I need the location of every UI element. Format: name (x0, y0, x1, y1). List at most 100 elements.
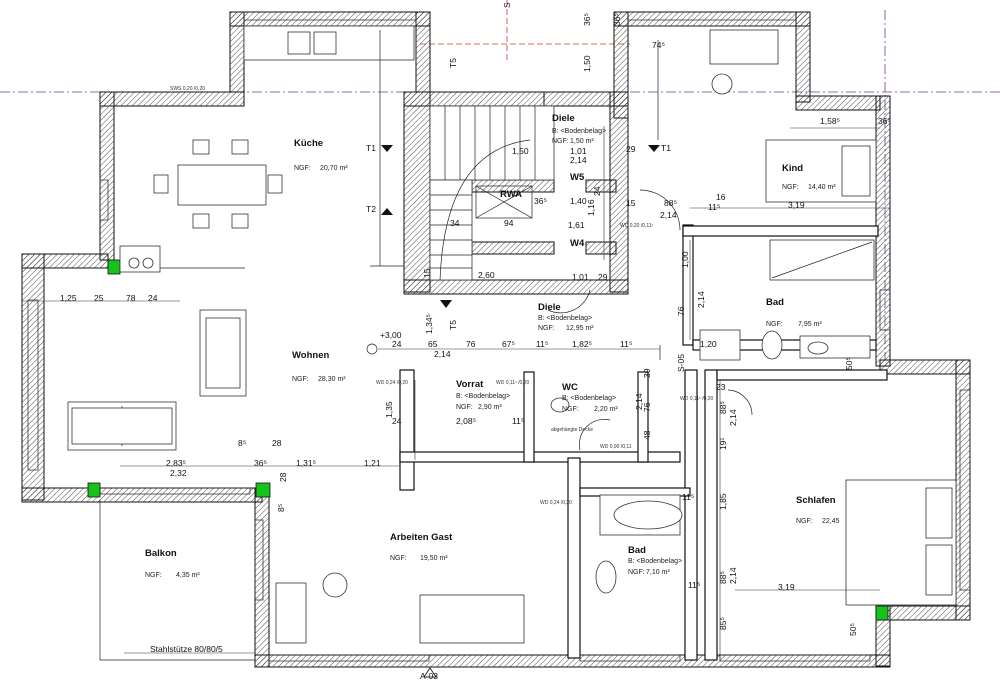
dimension-label: 39 (642, 368, 652, 378)
room-floor-diele: B: <Bodenbelag> (538, 315, 592, 322)
dimension-label: 1,34⁵ (424, 314, 434, 334)
dimension-label: 36⁵ (612, 13, 622, 26)
dimension-label: 28 (278, 472, 288, 482)
room-ngf-label-balkon: NGF: (145, 572, 162, 579)
dimension-label: 2,14 (728, 567, 738, 584)
living-furniture (67, 309, 247, 451)
dimension-label: 1,82⁵ (572, 339, 592, 349)
dimension-label: 11⁵ (682, 492, 694, 502)
dimension-label: 19¹ (718, 438, 728, 450)
bad-furniture (699, 239, 875, 361)
dimension-label: 15 (626, 198, 636, 208)
label-wd-3: WD 0,24 /0,20 (376, 380, 408, 386)
column-marker (255, 482, 271, 498)
dimension-label: 36⁵ (534, 196, 547, 206)
room-ngf-label-bad: NGF: (766, 321, 783, 328)
dimension-label: 11⁵ (708, 202, 720, 212)
dimension-label: 1,35 (384, 401, 394, 418)
label-w5: W5 (570, 172, 585, 183)
dimension-label: 1,50 (512, 146, 529, 156)
room-ngf-label-kind: NGF: (782, 184, 799, 191)
label-abgehaengte-decke: abgehängte Decke (551, 427, 593, 433)
dimension-label: 11⁵ (688, 580, 700, 590)
dimension-label: 1,31⁵ (296, 458, 316, 468)
room-ngf-schlafen: 22,45 (822, 518, 840, 525)
schlafen-furniture (845, 479, 957, 606)
room-name-wohnen: Wohnen (292, 350, 329, 361)
room-ngf-label-wc: NGF: (562, 406, 579, 413)
room-name-kueche: Küche (294, 138, 323, 149)
column-marker (107, 259, 121, 275)
kind-furniture (709, 29, 877, 203)
dimension-label: 2,83⁵ (166, 458, 186, 468)
room-name-diele: Diele (538, 302, 561, 313)
dimension-label: 2,32 (170, 468, 187, 478)
room-ngf-wohnen: 28,30 m² (318, 376, 346, 383)
room-ngf-label-wohnen: NGF: (292, 376, 309, 383)
dimension-label: 88⁵ (664, 198, 677, 208)
dimension-label: 2,14 (728, 409, 738, 426)
dimension-label: 1,58⁵ (820, 116, 840, 126)
outer-walls (21, 11, 971, 668)
dimension-label: 1,61 (568, 220, 585, 230)
room-ngf-label-arbeiten: NGF: (390, 555, 407, 562)
dimension-label: 24 (592, 186, 602, 196)
doors (547, 189, 753, 451)
label-stahlstuetze: Stahlstütze 80/80/5 (150, 644, 223, 654)
dimension-label: 2,14 (696, 291, 706, 308)
kitchen-furniture (119, 25, 415, 273)
label-t5-bottom: T5 (448, 320, 458, 330)
room-floor-bad2: B: <Bodenbelag> (628, 558, 682, 565)
dimension-label: 50⁵ (848, 623, 858, 636)
wc-furniture (550, 397, 683, 594)
dimension-label: 94 (504, 218, 514, 228)
column-marker (875, 605, 889, 621)
dimension-label: 29 (626, 144, 636, 154)
room-ngf-label-schlafen: NGF: (796, 518, 813, 525)
dimension-label: 1,40 (570, 196, 587, 206)
dimension-label: 1,85 (718, 493, 728, 510)
dimension-label: 24 (148, 293, 158, 303)
room-ngf-label-diele: NGF: (538, 325, 555, 332)
room-ngf-diele-top: 1,50 m² (570, 138, 594, 145)
label-t1-left: T1 (366, 143, 376, 153)
dimension-label: 78 (126, 293, 136, 303)
label-a03: A-03 (420, 671, 438, 681)
dimension-label: 2,60 (478, 270, 495, 280)
dimension-label: 24 (392, 339, 402, 349)
label-rwa: RWA (500, 189, 522, 200)
dimension-label: 1,01 (570, 146, 587, 156)
dimension-label: 3,19 (778, 582, 795, 592)
room-name-bad2: Bad (628, 545, 646, 556)
dimension-label: 50⁵ (844, 357, 854, 370)
dimension-label: 24 (392, 416, 402, 426)
room-name-schlafen: Schlafen (796, 495, 836, 506)
room-ngf-balkon: 4,35 m² (176, 572, 200, 579)
dimension-label: 1,21 (364, 458, 381, 468)
dimension-label: 2,08⁵ (456, 416, 476, 426)
room-ngf-bad2: 7,10 m² (646, 569, 670, 576)
label-s: S (502, 2, 512, 8)
label-level: +3,00 (380, 330, 402, 340)
interior-walls (399, 224, 888, 661)
dimension-label: 1,20 (700, 339, 717, 349)
column-marker (87, 482, 101, 498)
room-ngf-diele: 12,95 m² (566, 325, 594, 332)
dimension-label: 76 (466, 339, 476, 349)
room-ngf-label-diele-top: NGF: (552, 138, 569, 145)
dimension-label: 85⁵ (718, 617, 728, 630)
room-floor-vorrat: B: <Bodenbelag> (456, 393, 510, 400)
arbeiten-furniture (275, 572, 525, 644)
dimension-label: 11⁵ (536, 339, 548, 349)
dimension-label: 2,14 (434, 349, 451, 359)
room-ngf-label-kueche: NGF: (294, 165, 311, 172)
dimension-label: 3,19 (788, 200, 805, 210)
room-ngf-kueche: 20,70 m² (320, 165, 348, 172)
label-t1-right: T1 (661, 143, 671, 153)
label-wd-5: WD 0,24 /0,20 (540, 500, 572, 506)
room-floor-diele-top: B: <Bodenbelag> (552, 128, 606, 135)
dimension-label: 2,14 (570, 155, 587, 165)
dimension-label: 36⁵ (878, 116, 891, 126)
dimension-label: 36⁵ (254, 458, 267, 468)
